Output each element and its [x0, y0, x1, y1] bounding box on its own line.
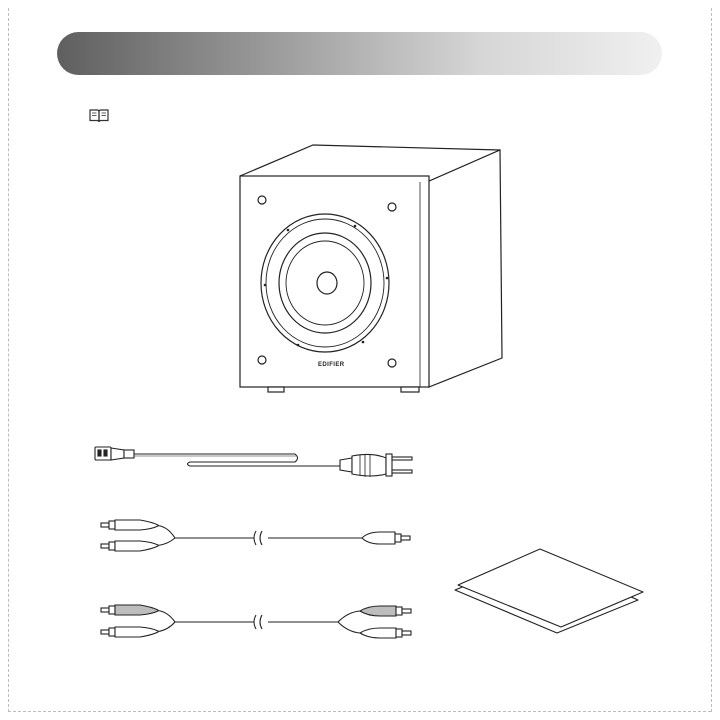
rca-cable-2to1-illustration: [95, 515, 415, 560]
power-cord-illustration: [90, 440, 420, 490]
brand-logo: EDIFIER: [318, 362, 345, 368]
documentation-illustration: [450, 540, 650, 640]
subwoofer-illustration: EDIFIER: [230, 140, 510, 400]
open-book-icon: [88, 108, 110, 124]
right-crop-border: [711, 8, 712, 712]
section-header-bar: [57, 32, 662, 75]
left-crop-border: [8, 8, 9, 712]
rca-cable-2to2-illustration: [95, 598, 415, 648]
bottom-crop-border: [8, 711, 711, 712]
